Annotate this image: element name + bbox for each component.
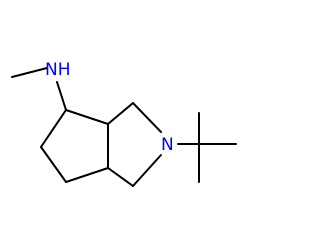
bond-c1-n2 (132, 154, 162, 187)
bond-c5-c6 (40, 146, 67, 183)
bond-methyl-nh (11, 67, 48, 78)
amine-nitrogen-label: NH (45, 60, 71, 80)
bond-c6a-c1 (107, 167, 134, 187)
ring-nitrogen-label: N (161, 135, 174, 155)
bond-c4-c5 (40, 109, 67, 148)
bond-c3a-c3 (107, 102, 134, 125)
chemical-structure-diagram: NH N (11, 60, 237, 187)
bond-c4-c3a (65, 109, 109, 125)
bond-c6-c6a (65, 167, 109, 183)
bond-c3-n2 (132, 102, 162, 133)
structure-canvas: NH N (11, 60, 237, 187)
bond-nh-c4 (56, 81, 67, 111)
